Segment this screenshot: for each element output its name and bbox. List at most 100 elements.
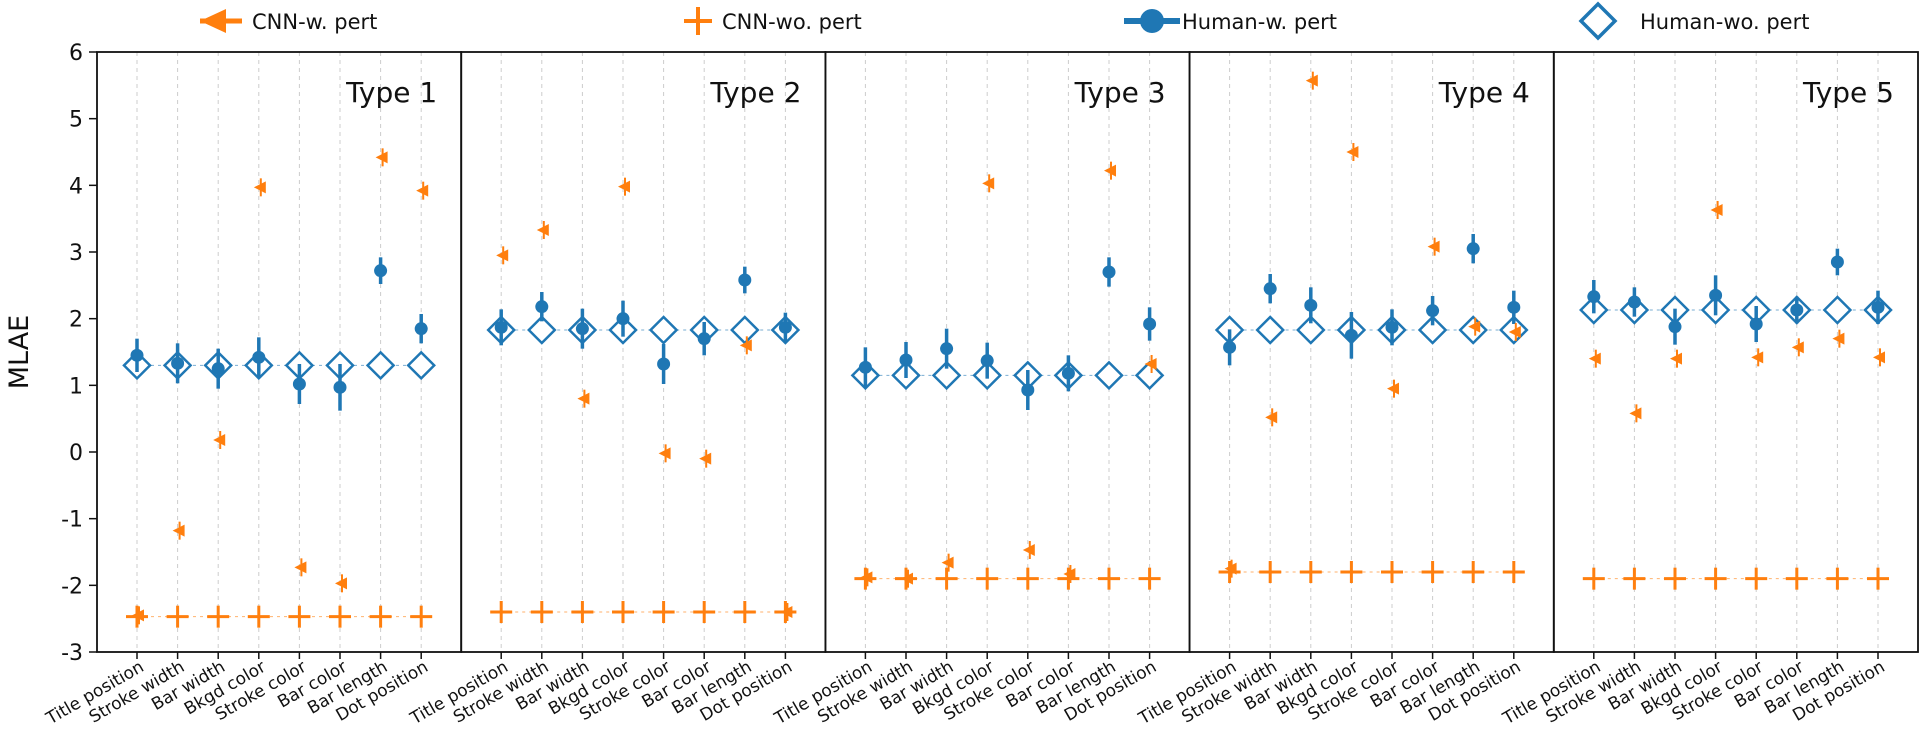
- cnn-wo-point: [1299, 561, 1322, 583]
- cnn-wo-point: [1462, 561, 1485, 583]
- y-tick-label: -3: [61, 641, 83, 666]
- human-w-point: [1263, 274, 1277, 304]
- cnn-w-point: [1873, 348, 1885, 367]
- human-wo-point: [1822, 295, 1853, 325]
- cnn-wo-point: [1057, 567, 1080, 590]
- human-w-dot: [1304, 298, 1318, 312]
- human-w-point: [1426, 296, 1440, 326]
- human-w-dot: [252, 350, 266, 364]
- human-w-point: [1627, 287, 1641, 317]
- cnn-w-point: [1588, 349, 1601, 368]
- human-w-dot: [1385, 320, 1399, 334]
- human-wo-point: [730, 315, 760, 345]
- legend-marker-human-wo: [1578, 1, 1618, 41]
- legend-label-cnn_w: CNN-w. pert: [252, 10, 377, 34]
- human-w-dot: [292, 377, 306, 391]
- cnn-wo-point: [612, 601, 634, 623]
- cnn-wo-point: [1582, 567, 1605, 590]
- human-w-dot: [1749, 317, 1763, 331]
- human-w-dot: [899, 353, 913, 367]
- cnn-wo-point: [1138, 567, 1161, 590]
- cnn-wo-point: [410, 605, 433, 628]
- legend-marker-cnn-w: [200, 9, 226, 33]
- human-w-point: [1830, 248, 1844, 276]
- human-w-dot: [494, 320, 508, 334]
- cnn-w-point: [1022, 541, 1035, 559]
- cnn-w-point: [577, 389, 590, 408]
- cnn-w-point: [1508, 323, 1521, 341]
- human-w-dot: [414, 322, 428, 336]
- cnn-w-point: [780, 603, 793, 621]
- human-w-point: [1466, 234, 1480, 264]
- cnn-wo-point: [1098, 567, 1120, 590]
- human-w-point: [575, 308, 589, 349]
- cnn-w-point: [1468, 317, 1481, 336]
- cnn-wo-point: [1502, 561, 1525, 583]
- cnn-w-point: [213, 431, 226, 449]
- human-w-point: [292, 364, 306, 404]
- human-w-dot: [374, 264, 388, 278]
- human-w-dot: [1830, 255, 1844, 269]
- human-w-point: [1385, 309, 1399, 346]
- human-w-point: [1021, 370, 1035, 410]
- cnn-w-point: [1346, 143, 1359, 161]
- cnn-wo-point: [1826, 567, 1849, 590]
- cnn-w-point: [1224, 559, 1237, 578]
- panel-title: Type 5: [1802, 76, 1894, 109]
- panel-frame: [460, 51, 827, 653]
- cnn-w-point: [375, 148, 388, 167]
- human-w-point: [1304, 287, 1318, 324]
- cnn-wo-point: [733, 601, 756, 623]
- human-wo-point: [1458, 315, 1488, 345]
- human-w-dot: [1021, 383, 1035, 397]
- cnn-w-point: [739, 336, 752, 355]
- cnn-wo-point: [1259, 561, 1282, 583]
- cnn-w-point: [860, 568, 873, 587]
- human-w-point: [1790, 296, 1804, 324]
- cnn-wo-point: [935, 567, 958, 590]
- y-tick-label: -1: [61, 508, 83, 533]
- legend-label-human_wo: Human-wo. pert: [1640, 10, 1809, 34]
- y-tick-label: 2: [69, 308, 83, 333]
- human-w-dot: [1143, 317, 1157, 331]
- human-w-point: [252, 337, 266, 378]
- human-w-point: [333, 364, 347, 411]
- cnn-w-point: [982, 174, 995, 193]
- cnn-wo-point: [1421, 561, 1444, 583]
- human-w-point: [1507, 290, 1521, 324]
- human-w-dot: [1344, 328, 1358, 342]
- human-w-point: [211, 348, 225, 389]
- cnn-wo-point: [530, 601, 553, 623]
- cnn-w-point: [658, 444, 671, 463]
- panel-title: Type 1: [345, 76, 437, 109]
- human-w-dot: [171, 356, 185, 370]
- human-w-dot: [657, 357, 671, 371]
- cnn-w-point: [1387, 379, 1399, 398]
- human-w-point: [1223, 329, 1237, 366]
- human-w-dot: [1709, 288, 1723, 302]
- cnn-wo-point: [247, 605, 270, 628]
- human-w-point: [1871, 290, 1885, 324]
- human-w-dot: [1061, 366, 1075, 380]
- human-w-point: [171, 343, 185, 384]
- panel-title: Type 3: [1074, 76, 1166, 109]
- cnn-wo-point: [1381, 561, 1403, 583]
- human-wo-point: [365, 350, 396, 381]
- cnn-w-point: [294, 558, 307, 577]
- y-tick-label: 6: [69, 41, 83, 66]
- human-w-point: [738, 266, 752, 294]
- human-w-point: [1102, 257, 1116, 287]
- y-axis-label: MLAE: [4, 315, 35, 390]
- human-w-point: [980, 342, 994, 379]
- human-w-dot: [535, 300, 549, 314]
- y-tick-label: 0: [69, 441, 83, 466]
- panel-frame: [1188, 51, 1555, 653]
- cnn-w-point: [941, 553, 954, 572]
- cnn-w-point: [1265, 408, 1278, 427]
- cnn-w-point: [1104, 161, 1116, 180]
